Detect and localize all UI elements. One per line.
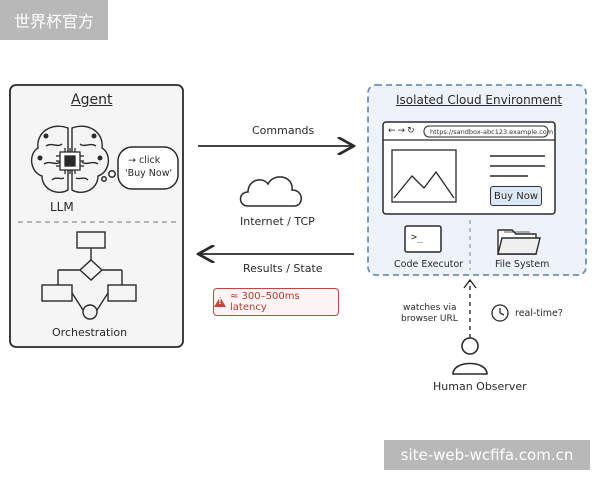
terminal-icon [404, 225, 442, 253]
flowchart-icon [41, 231, 137, 320]
latency-text: ≈ 300–500ms latency [230, 291, 300, 313]
clock-icon [491, 304, 509, 322]
image-placeholder-icon [391, 149, 457, 203]
buy-now-button: Buy Now [490, 186, 542, 206]
text-placeholder-lines [490, 155, 545, 177]
browser-nav-icons: ←→↻ [388, 126, 417, 136]
network-label: Internet / TCP [240, 215, 315, 228]
chip-icon [56, 148, 84, 174]
back-icon: ← [388, 126, 398, 136]
code-executor-label: Code Executor [394, 259, 464, 270]
commands-label: Commands [252, 124, 315, 137]
orchestration-label: Orchestration [52, 326, 128, 339]
cloud-icon [239, 176, 302, 207]
bubble-line2: 'Buy Now' [125, 168, 173, 179]
results-label: Results / State [243, 262, 323, 275]
watches-line1: watches via [403, 303, 457, 313]
warning-icon [214, 297, 226, 307]
agent-box [9, 84, 184, 348]
watermark-top: 世界杯官方 [0, 0, 108, 40]
human-observer-icon [452, 337, 488, 375]
llm-label: LLM [50, 200, 74, 214]
realtime-label: real-time? [515, 308, 563, 319]
reload-icon: ↻ [407, 126, 417, 136]
agent-title: Agent [71, 92, 113, 108]
file-system-label: File System [495, 259, 550, 270]
forward-icon: → [397, 126, 408, 136]
speech-bubble [101, 146, 179, 190]
terminal-prompt: >_ [411, 232, 424, 243]
latency-badge: ≈ 300–500ms latency [213, 288, 339, 316]
human-observer-label: Human Observer [433, 380, 527, 393]
cloud-env-title: Isolated Cloud Environment [396, 93, 563, 107]
watches-line2: browser URL [401, 314, 458, 324]
watermark-bottom: site-web-wcfifa.com.cn [384, 440, 590, 470]
browser-url: https://sandbox-abc123.example.com [430, 128, 554, 136]
folder-icon [497, 229, 541, 255]
bubble-line1: → click [128, 155, 161, 166]
brain-icon [31, 125, 109, 194]
